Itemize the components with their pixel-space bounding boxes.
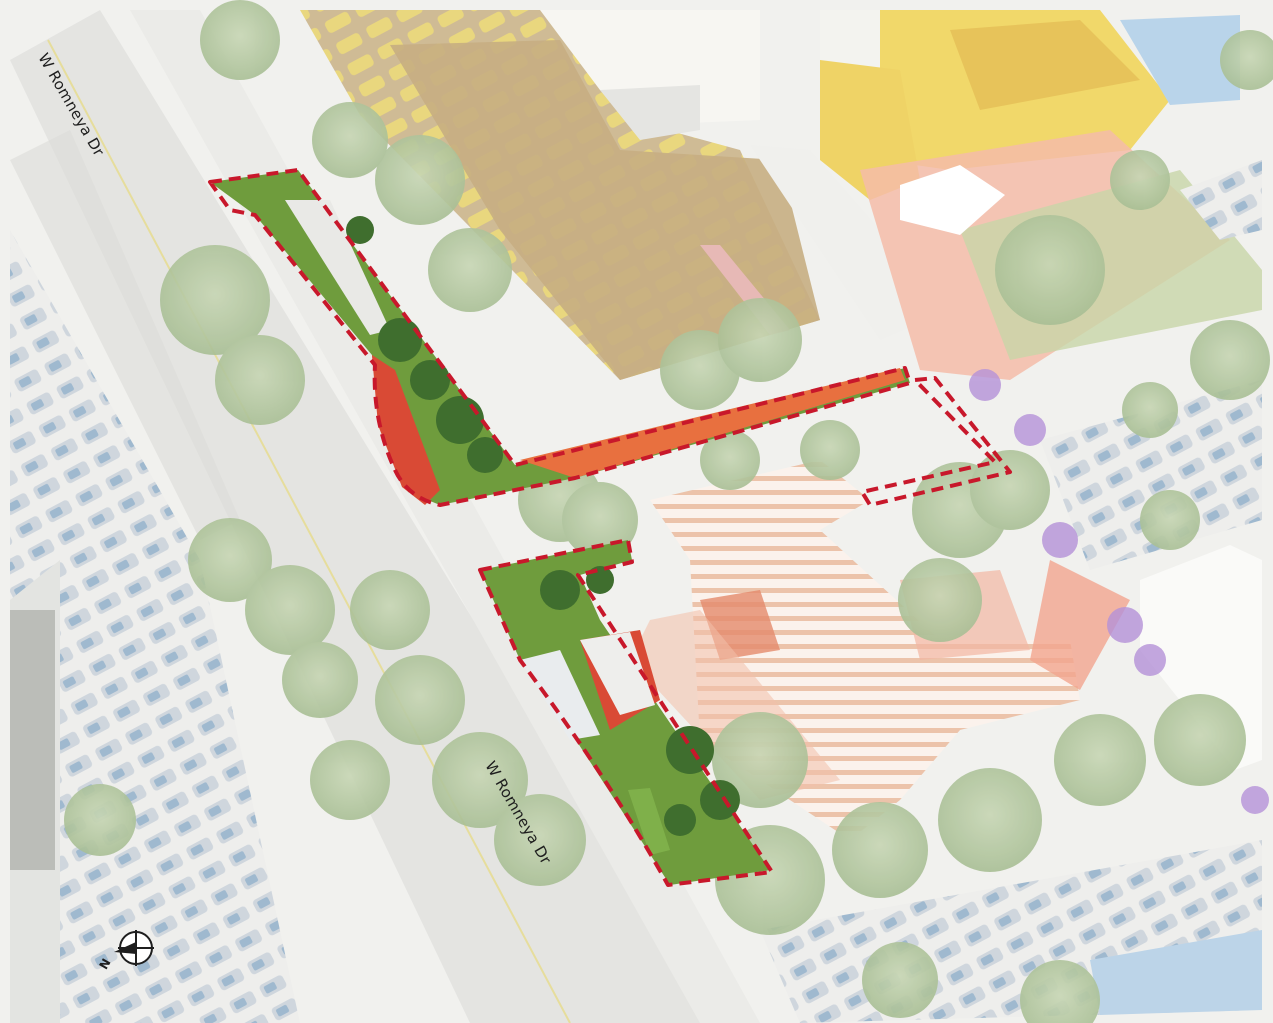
pool bbox=[1120, 15, 1240, 105]
boundary-south bbox=[478, 538, 774, 887]
north-arrow-letter: N bbox=[96, 956, 113, 972]
boundary-east-spur bbox=[860, 376, 1012, 507]
boundary-north bbox=[208, 168, 912, 507]
project-boundary-outlines bbox=[208, 168, 1012, 887]
jacaranda-trees bbox=[969, 369, 1269, 814]
hospital-building bbox=[540, 10, 1170, 200]
tree-canopy bbox=[64, 0, 1273, 1023]
entry-canopy bbox=[900, 165, 1005, 235]
north-arrow-icon: N bbox=[96, 928, 158, 974]
project-zone-south bbox=[480, 540, 770, 885]
sidewalk-strip bbox=[10, 130, 240, 540]
project-zone-north bbox=[210, 170, 910, 505]
